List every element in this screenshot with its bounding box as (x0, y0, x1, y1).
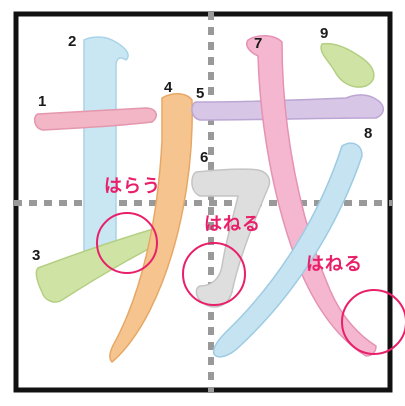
stroke-8-shape (212, 142, 363, 358)
stroke-6-shape (191, 168, 271, 308)
stroke-number-1: 1 (38, 93, 46, 110)
callout-label-harau: はらう (104, 176, 161, 197)
stroke-number-7: 7 (254, 35, 262, 52)
stroke-number-2: 2 (68, 33, 76, 50)
stroke-number-4: 4 (164, 79, 173, 96)
stroke-number-3: 3 (32, 247, 40, 264)
stroke-number-8: 8 (364, 125, 372, 142)
stroke-number-6: 6 (200, 149, 208, 166)
callout-label-haneru-middle: はねる (204, 214, 261, 235)
callout-circle-harau (96, 212, 158, 274)
stroke-5-shape (191, 94, 384, 121)
stroke-number-5: 5 (196, 85, 204, 102)
stroke-9-shape (320, 42, 375, 88)
stroke-4-shape (109, 93, 193, 364)
stroke-number-9: 9 (320, 25, 328, 42)
callout-circle-haneru-middle (182, 242, 246, 306)
callout-circle-haneru-right (341, 289, 405, 355)
callout-label-haneru-right: はねる (306, 254, 363, 275)
stroke-1-shape (33, 107, 157, 131)
stroke-3-shape (35, 229, 160, 303)
